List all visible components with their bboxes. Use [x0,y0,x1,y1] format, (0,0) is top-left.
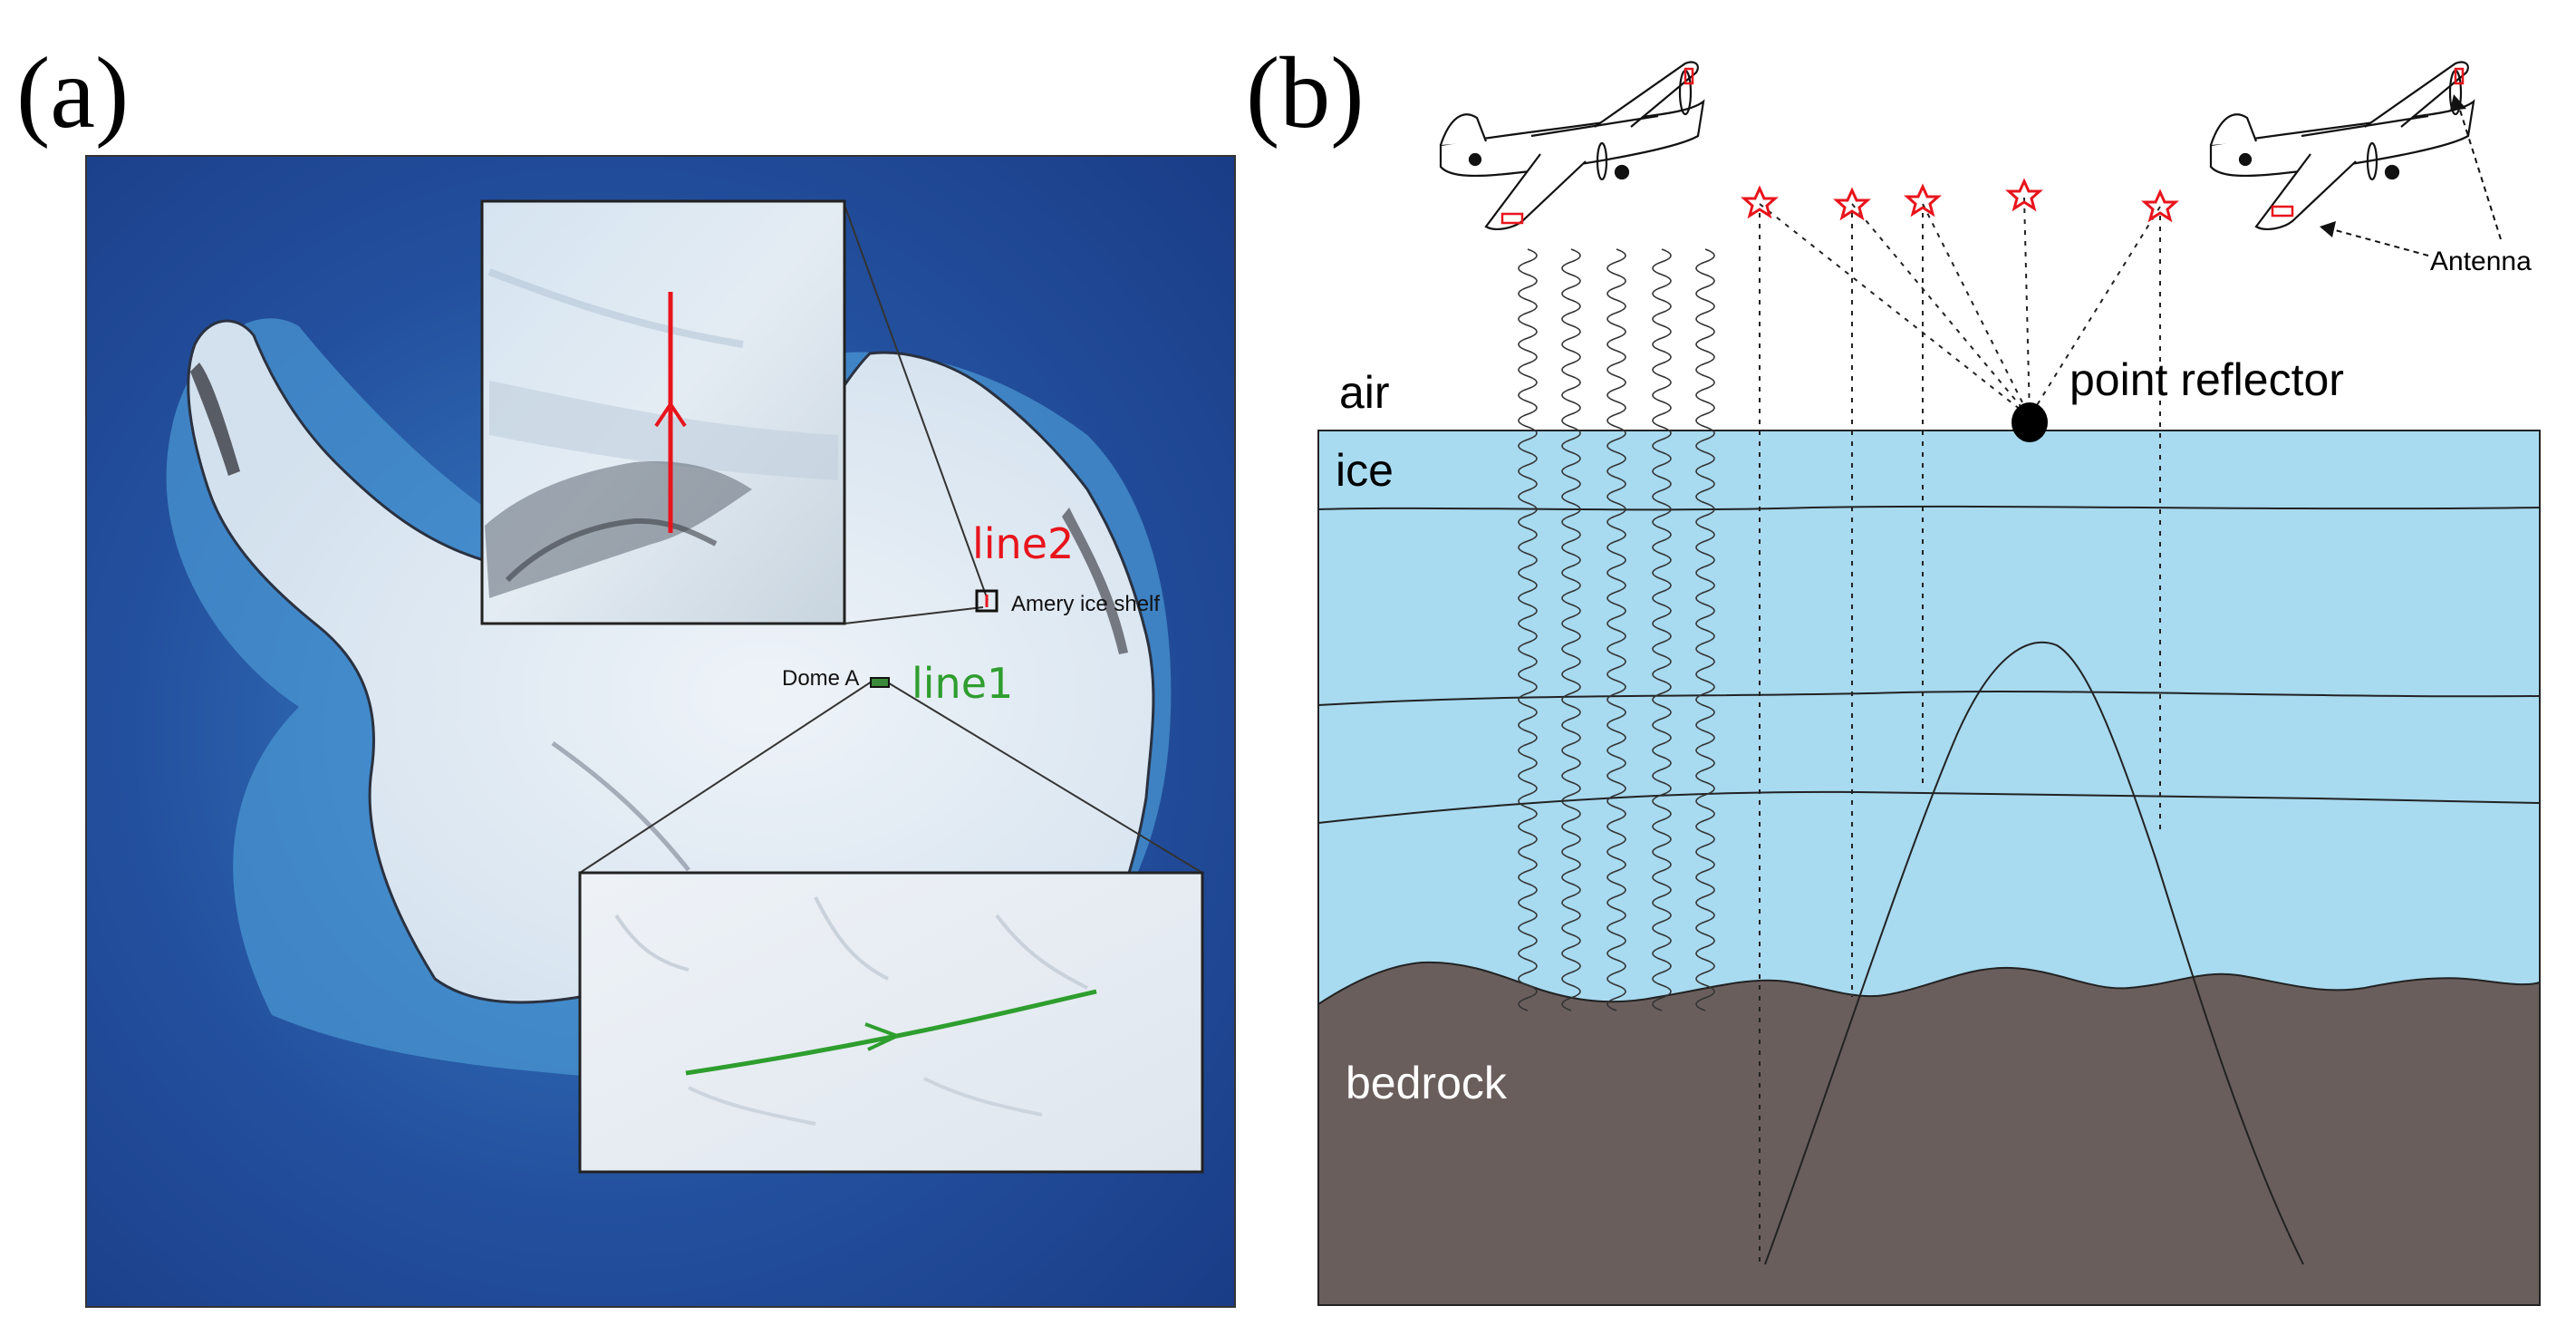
inset-line2 [480,199,846,625]
panel-b-diagram: (b) [1246,37,2541,1306]
peninsula-rock [190,363,240,476]
star-icon [1904,183,1942,218]
amery-ice-shelf-label: Amery ice shelf [1011,592,1160,616]
line1-label: line1 [912,659,1013,708]
line2-location-box [975,589,999,613]
line1-location-box [870,677,890,688]
line2-label: line2 [972,519,1074,568]
antenna-icon [1500,212,1524,225]
map-frame [85,155,1236,1308]
line2-direction-arrow [654,401,687,428]
mountain-range [551,740,690,872]
star-icon [2141,189,2179,223]
radar-wavelet [1561,248,1581,1011]
panel-b-label: (b) [1246,37,1365,150]
arrow-head-icon [2320,221,2336,237]
antenna-pointers [2328,101,2502,256]
airplane-icon [1439,61,1705,230]
radar-wavelet [1518,248,1538,1011]
panel-a-label: (a) [16,37,129,150]
line1-direction-arrow [864,1022,902,1051]
air-label: air [1339,367,1390,418]
panel-a-map: (a) [16,37,1236,1308]
radar-wavelet [1606,248,1626,1011]
dome-a-label: Dome A [782,666,859,691]
diffraction-hyperbola [1764,641,2304,1265]
star-icon [2005,178,2043,212]
radar-wavelet [1652,248,1672,1011]
radar-wavelets [1518,248,1715,1011]
antenna-icon [2271,205,2294,218]
bedrock-label: bedrock [1346,1058,1508,1108]
arrow-head-icon [2450,94,2466,111]
star-icon [1741,185,1779,219]
point-reflector [2012,402,2048,442]
ray-paths [1759,197,2161,1267]
bedrock-layer [1317,961,2541,1306]
inset-connectors [579,204,1203,874]
internal-ice-layers [1317,505,2541,824]
ice-label: ice [1336,445,1394,496]
antenna-label: Antenna [2430,247,2532,276]
airplane-icon [2209,61,2475,230]
point-reflector-label: point reflector [2069,354,2344,405]
radar-wavelet [1695,248,1715,1011]
star-icon [1833,187,1871,221]
inset-line1 [578,871,1204,1174]
coast-rock [1062,508,1128,654]
antenna-positions [1741,178,2179,223]
